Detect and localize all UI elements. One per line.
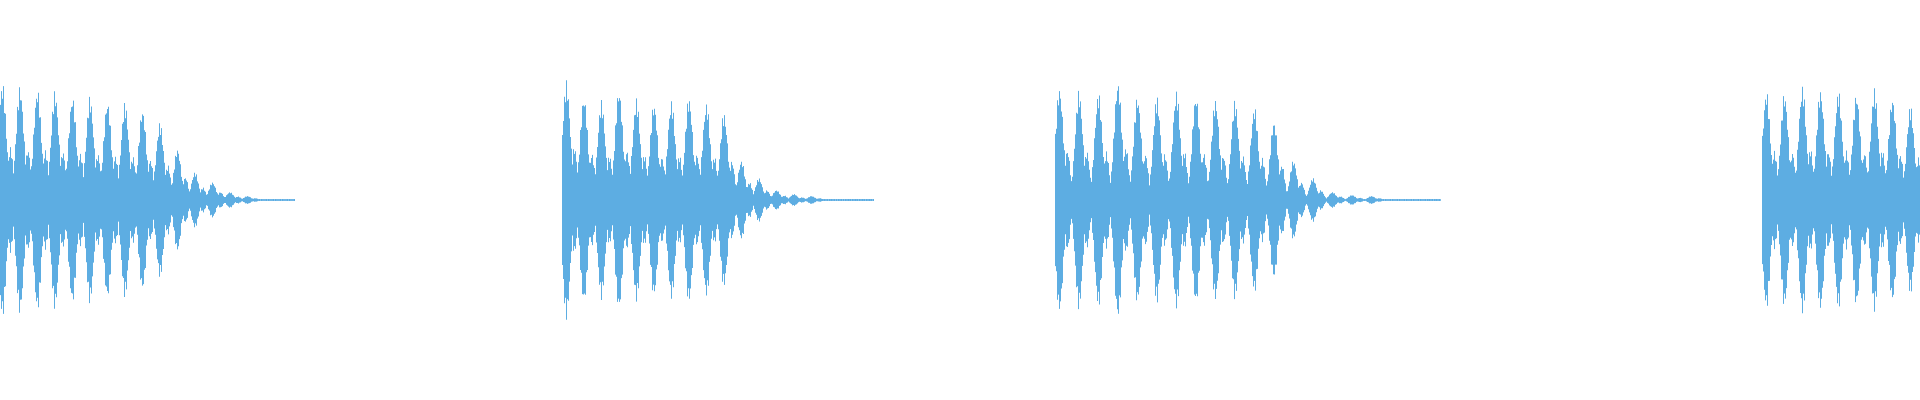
waveform-path bbox=[0, 80, 1920, 320]
